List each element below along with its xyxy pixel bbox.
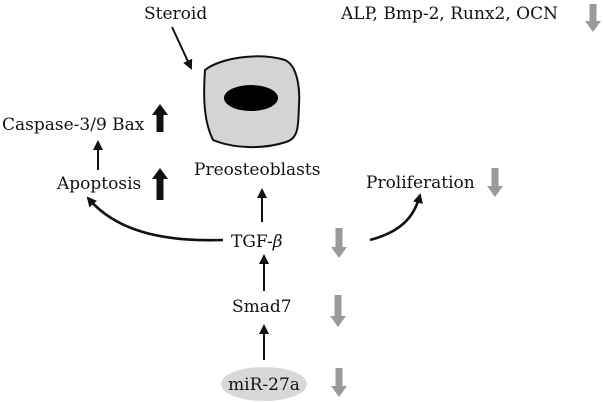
steroid-to-cell-arrow: [171, 26, 193, 70]
tgf-beta-label: TGF-β: [231, 232, 283, 252]
tgf-to-proliferation-arrow: [369, 193, 423, 242]
markers-label: ALP, Bmp-2, Runx2, OCN: [340, 4, 558, 24]
caspase-label: Caspase-3/9 Bax: [2, 115, 145, 135]
apoptosis-label: Apoptosis: [56, 174, 141, 194]
nucleus-icon: [224, 85, 278, 111]
mir27a-ellipse: [221, 367, 307, 401]
smad7-down-arrow-icon: [330, 295, 346, 327]
steroid-label: Steroid: [144, 4, 207, 24]
mir27a-label: miR-27a: [228, 375, 300, 395]
proliferation-label: Proliferation: [366, 173, 475, 193]
tgf-to-apoptosis-arrow: [86, 196, 224, 242]
preosteoblasts-label: Preosteoblasts: [194, 160, 320, 180]
tgf-beta-down-arrow-icon: [331, 228, 347, 258]
markers-down-arrow-icon: [585, 4, 601, 32]
mir27a-down-arrow-icon: [331, 368, 347, 397]
proliferation-down-arrow-icon: [487, 168, 503, 197]
smad7-label: Smad7: [232, 297, 292, 317]
caspase-up-arrow-icon: [152, 104, 168, 132]
apoptosis-up-arrow-icon: [152, 168, 168, 200]
